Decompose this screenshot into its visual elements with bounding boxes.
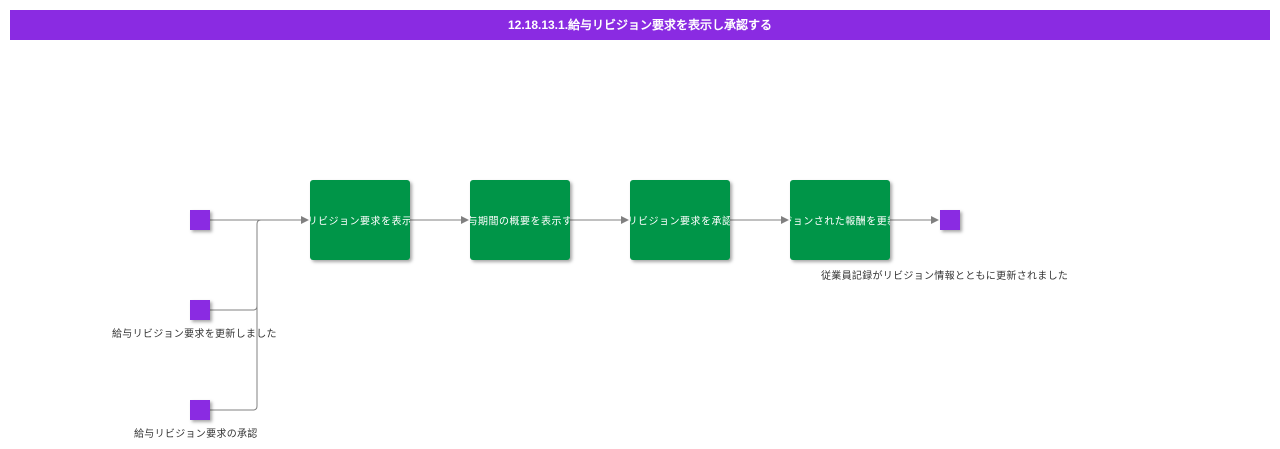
step-label: 給与リビジョン要求を表示する — [310, 216, 410, 228]
revision-approval-event[interactable] — [190, 400, 210, 420]
step-approve-revision-request[interactable]: 給与リビジョン要求を承認する — [630, 180, 730, 260]
step-label: リビジョンされた報酬を更新する — [790, 216, 890, 228]
diagram-title: 12.18.13.1.給与リビジョン要求を表示し承認する — [10, 10, 1270, 40]
start-event[interactable] — [190, 210, 210, 230]
step-label: 給与期間の概要を表示する — [470, 216, 570, 228]
revision-approval-label: 給与リビジョン要求の承認 — [134, 429, 258, 440]
revision-updated-label: 給与リビジョン要求を更新しました — [112, 329, 277, 340]
end-event-label: 従業員記録がリビジョン情報とともに更新されました — [821, 271, 1069, 282]
revision-updated-event[interactable] — [190, 300, 210, 320]
connector-updated-merge — [210, 219, 262, 311]
step-update-revised-compensation[interactable]: リビジョンされた報酬を更新する — [790, 180, 890, 260]
step-view-revision-request[interactable]: 給与リビジョン要求を表示する — [310, 180, 410, 260]
step-label: 給与リビジョン要求を承認する — [630, 216, 730, 228]
step-view-pay-period-summary[interactable]: 給与期間の概要を表示する — [470, 180, 570, 260]
end-event[interactable] — [940, 210, 960, 230]
connector-approval-merge — [210, 306, 258, 411]
